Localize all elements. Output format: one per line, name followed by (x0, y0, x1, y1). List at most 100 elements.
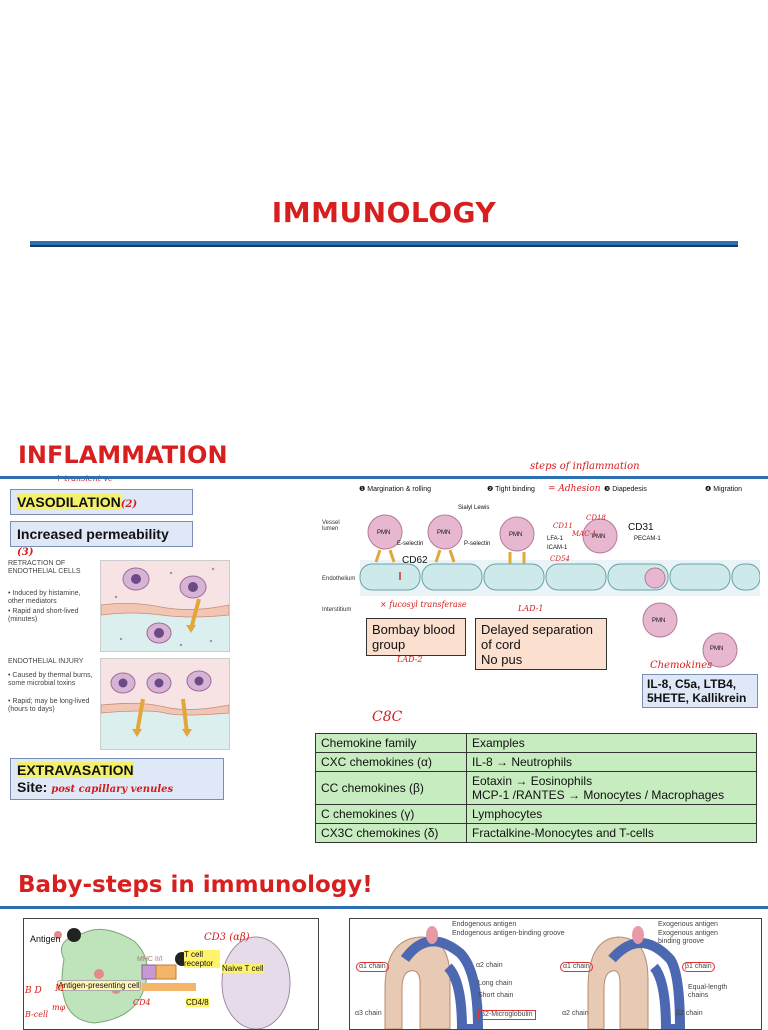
e-selectin-label: E-selectin (397, 541, 424, 547)
table-cell-line: Eotaxin → Eosinophils (472, 774, 593, 788)
p-selectin-label: P-selectin (464, 541, 491, 547)
vasodilation-label: VASODILATION (17, 494, 121, 510)
pmn-label-3: PMN (509, 532, 523, 538)
table-cell: C chemokines (γ) (315, 804, 467, 824)
permeability-note: (3) (17, 547, 34, 558)
pmn-label-4: PMN (592, 534, 606, 540)
mhc1-label-5: Long chain (478, 980, 513, 987)
left-note-4: mφ (52, 1003, 66, 1012)
fucosyl-note: × fucosyl transferase (380, 600, 467, 609)
endothelium-label: Endothelium (322, 576, 356, 582)
table-cell: CC chemokines (β) (315, 771, 467, 805)
table-cell: Fractalkine-Monocytes and T-cells (466, 823, 757, 843)
mhc2-label-5: Equal-length chains (688, 984, 728, 999)
step-2-note: = Adhesion (548, 484, 601, 494)
step-1-label: ❶ Margination & rolling (359, 486, 432, 493)
mhc-label: MHC II/I (137, 956, 163, 963)
vessel-lumen-label: Vessel lumen (322, 520, 340, 532)
table-cell: CXC chemokines (α) (315, 752, 467, 772)
table-cell: CX3C chemokines (δ) (315, 823, 467, 843)
lfa1-label: LFA-1 (547, 536, 564, 542)
mhc2-label-1: Exogenous antigen (658, 921, 718, 928)
mhc2-label-6: α2 chain (562, 1010, 589, 1017)
mhc1-label-7: α3 chain (355, 1010, 382, 1017)
chemokines-box: IL-8, C5a, LTB4, 5HETE, Kallikrein (642, 674, 758, 708)
mhc1-label-4: α2 chain (476, 962, 503, 969)
permeability-box: Increased permeability (3) (10, 521, 193, 558)
cd48-label: CD4/8 (186, 998, 209, 1007)
extravasation-label: EXTRAVASATION (17, 762, 134, 778)
delayed-line-1: Delayed separation of cord (481, 622, 594, 652)
section-divider-2 (0, 906, 768, 909)
mhc2-label-2: Exogenous antigen binding groove (658, 930, 718, 945)
table-cell: Lymphocytes (466, 804, 757, 824)
table-cell: Eotaxin → Eosinophils MCP-1 /RANTES → Mo… (466, 771, 757, 805)
pmn-label-6: PMN (710, 646, 724, 652)
pmn-label-2: PMN (437, 530, 451, 536)
section-divider (0, 476, 768, 479)
mhc1-label-6: Short chain (478, 992, 514, 999)
table-header-row: Chemokine family Examples (315, 733, 757, 753)
pmn-label-1: PMN (377, 530, 391, 536)
mhc1-label-1: Endogenous antigen (452, 921, 517, 928)
left-note-2: B-cell (25, 1010, 49, 1019)
vasodilation-box: VASODILATION(2) (10, 489, 193, 515)
cd54-note: CD54 (550, 555, 570, 563)
chemokines-line-2: 5HETE, Kallikrein (647, 691, 747, 705)
lad2-note: LAD-2 (397, 655, 423, 664)
step-1-text: Margination & rolling (367, 486, 432, 493)
delayed-line-2: No pus (481, 652, 523, 667)
table-row: C chemokines (γ) Lymphocytes (315, 804, 757, 824)
table-row: CXC chemokines (α) IL-8 → Neutrophils (315, 752, 757, 772)
mac1-note: MAC-1 (572, 530, 597, 538)
chemokine-table: Chemokine family Examples CXC chemokines… (315, 733, 757, 843)
table-header: Chemokine family (315, 733, 467, 753)
cd18-note: CD18 (586, 514, 606, 522)
table-row: CX3C chemokines (δ) Fractalkine-Monocyte… (315, 823, 757, 843)
pmn-label-5: PMN (652, 618, 666, 624)
retraction-bullet-2: • Rapid and short-lived (minutes) (8, 608, 79, 623)
delayed-box: Delayed separation of cord No pus (475, 618, 607, 670)
chemokines-line-1: IL-8, C5a, LTB4, (647, 677, 737, 691)
injury-title: ENDOTHELIAL INJURY (8, 658, 84, 665)
mhc2-label-7: β2 chain (676, 1010, 703, 1017)
mhc-diagram-panel (349, 918, 762, 1030)
sialyl-label: Sialyl Lewis (458, 505, 490, 511)
pecam-label: PECAM-1 (634, 536, 661, 542)
step-4-label: ❹ Migration (705, 486, 743, 493)
step-2-label: ❷ Tight binding (487, 486, 535, 493)
injury-bullet-2: • Rapid; may be long-lived (hours to day… (8, 698, 90, 713)
step-3-text: Diapedesis (612, 486, 647, 493)
retraction-illustration (100, 560, 230, 652)
table-cell: IL-8 → Neutrophils (466, 752, 757, 772)
retraction-title: RETRACTION OF ENDOTHELIAL CELLS (8, 560, 81, 575)
mhc1-label-3: α1 chain (356, 962, 389, 972)
injury-bullet-1: • Caused by thermal burns, some microbia… (8, 672, 93, 687)
tcr-label: T cell receptor (184, 950, 220, 968)
extravasation-box: EXTRAVASATION Site: post capillary venul… (10, 758, 224, 800)
naive-t-label: Naive T cell (222, 964, 264, 973)
page-title: IMMUNOLOGY (271, 196, 497, 229)
table-row: CC chemokines (β) Eotaxin → Eosinophils … (315, 771, 757, 805)
antigen-presentation-panel (23, 918, 319, 1030)
left-note-3: M (55, 984, 65, 994)
section-heading-inflammation: INFLAMMATION (18, 441, 228, 469)
retraction-bullet-1: • Induced by histamine, other mediators (8, 590, 81, 605)
icam1-label: ICAM-1 (547, 545, 568, 551)
site-value: post capillary venules (51, 784, 174, 795)
interstitium-label: Interstitium (322, 607, 352, 613)
step-2-text: Tight binding (495, 486, 535, 493)
step-4-text: Migration (713, 486, 743, 493)
mhc2-label-4: β1 chain (682, 962, 715, 972)
mhc1-label-8: β2-Microglobulin (478, 1010, 536, 1020)
left-note-1: B D (25, 986, 42, 996)
injury-illustration (100, 658, 230, 750)
antigen-label: Antigen (30, 934, 61, 944)
lad1-note: LAD-1 (518, 604, 544, 613)
steps-note: steps of inflammation (530, 461, 640, 472)
mhc1-label-2: Endogenous antigen-binding groove (452, 930, 565, 937)
apc-label: Antigen-presenting cell (57, 980, 141, 991)
vasodilation-note: (2) (120, 499, 138, 510)
cd11-note: CD11 (553, 522, 573, 530)
title-divider (30, 241, 738, 247)
